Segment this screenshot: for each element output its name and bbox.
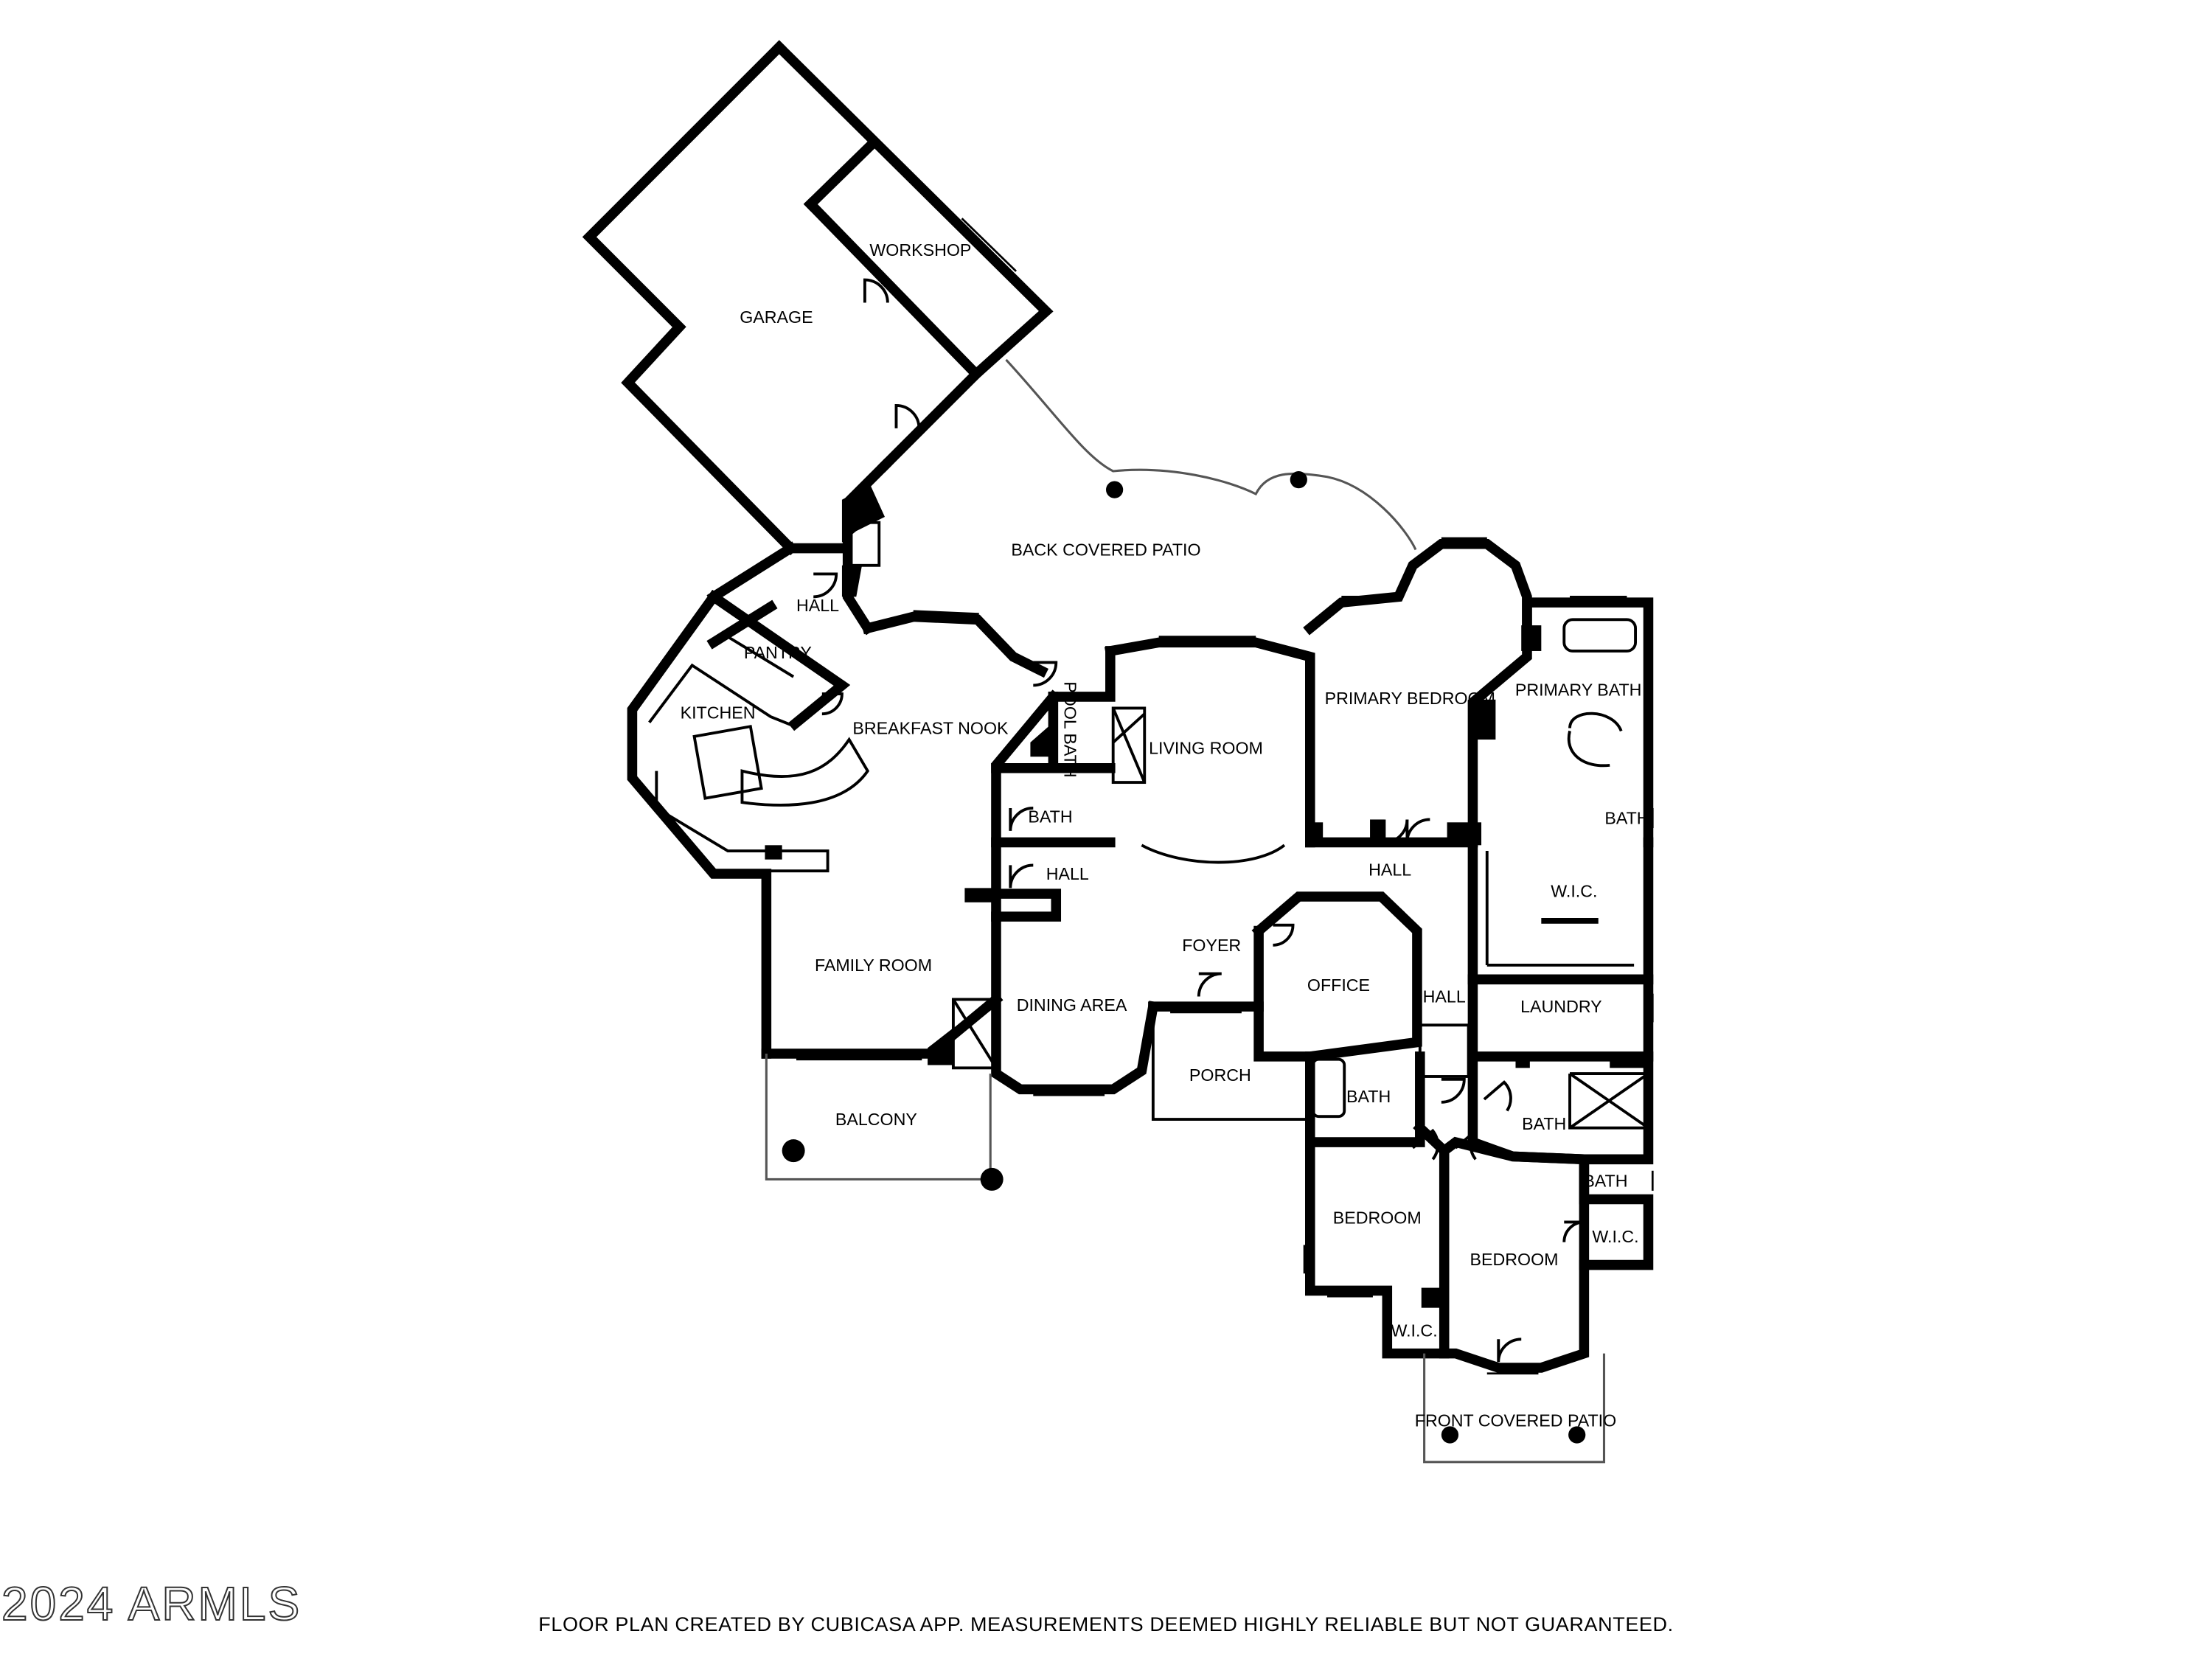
label-wic-primary: W.I.C. (1551, 881, 1597, 900)
label-bedroom-right: BEDROOM (1470, 1250, 1559, 1269)
garage-walls (582, 40, 1054, 556)
label-hall-east: HALL (1423, 987, 1466, 1006)
label-bath-center: BATH (1346, 1087, 1391, 1106)
label-workshop: WORKSHOP (869, 240, 971, 260)
column (1441, 1426, 1459, 1444)
label-office: OFFICE (1307, 975, 1370, 995)
label-primary-bedroom: PRIMARY BEDROOM (1325, 689, 1495, 708)
label-bath-pool: BATH (1028, 807, 1072, 827)
room-labels: WORKSHOP GARAGE BACK COVERED PATIO HALL … (681, 240, 1649, 1430)
column (1568, 1426, 1586, 1444)
column (782, 1139, 805, 1163)
label-kitchen: KITCHEN (681, 703, 756, 722)
label-family-room: FAMILY ROOM (815, 956, 932, 975)
label-laundry: LAUNDRY (1520, 997, 1602, 1016)
watermark-text: 2024 ARMLS (1, 1576, 302, 1631)
label-bath-primary: BATH (1604, 809, 1649, 828)
label-hall-right: HALL (1368, 860, 1411, 879)
column (1290, 470, 1307, 489)
label-balcony: BALCONY (835, 1110, 917, 1129)
label-back-covered-patio: BACK COVERED PATIO (1011, 540, 1200, 560)
label-hall-kitchen: HALL (796, 596, 839, 615)
label-pantry: PANTRY (744, 643, 812, 662)
label-dining-area: DINING AREA (1017, 995, 1127, 1015)
label-living-room: LIVING ROOM (1149, 739, 1263, 758)
column (980, 1167, 1004, 1191)
label-foyer: FOYER (1182, 936, 1241, 955)
label-primary-bath: PRIMARY BATH (1515, 680, 1642, 699)
windows (796, 537, 1654, 1375)
back-patio-outline (1005, 358, 1417, 551)
column (1106, 481, 1124, 498)
label-front-covered-patio: FRONT COVERED PATIO (1415, 1411, 1616, 1430)
label-breakfast-nook: BREAKFAST NOOK (852, 719, 1009, 738)
label-bedroom-left: BEDROOM (1333, 1208, 1422, 1228)
label-porch: PORCH (1189, 1065, 1251, 1085)
label-pool-bath: POOL BATH (1061, 681, 1080, 777)
solid-elements (765, 485, 1647, 1308)
label-bath-right: BATH (1522, 1114, 1566, 1133)
house-walls (627, 458, 1654, 1464)
columns (782, 470, 1586, 1444)
doors (813, 278, 1585, 1363)
label-wic-right: W.I.C. (1592, 1227, 1638, 1246)
label-wic-bottom: W.I.C. (1391, 1321, 1437, 1340)
label-garage: GARAGE (740, 307, 813, 327)
label-bath-small: BATH (1583, 1171, 1627, 1190)
footer-disclaimer: FLOOR PLAN CREATED BY CUBICASA APP. MEAS… (538, 1613, 1674, 1635)
label-hall-center: HALL (1046, 864, 1089, 883)
fixtures (648, 521, 1637, 1119)
